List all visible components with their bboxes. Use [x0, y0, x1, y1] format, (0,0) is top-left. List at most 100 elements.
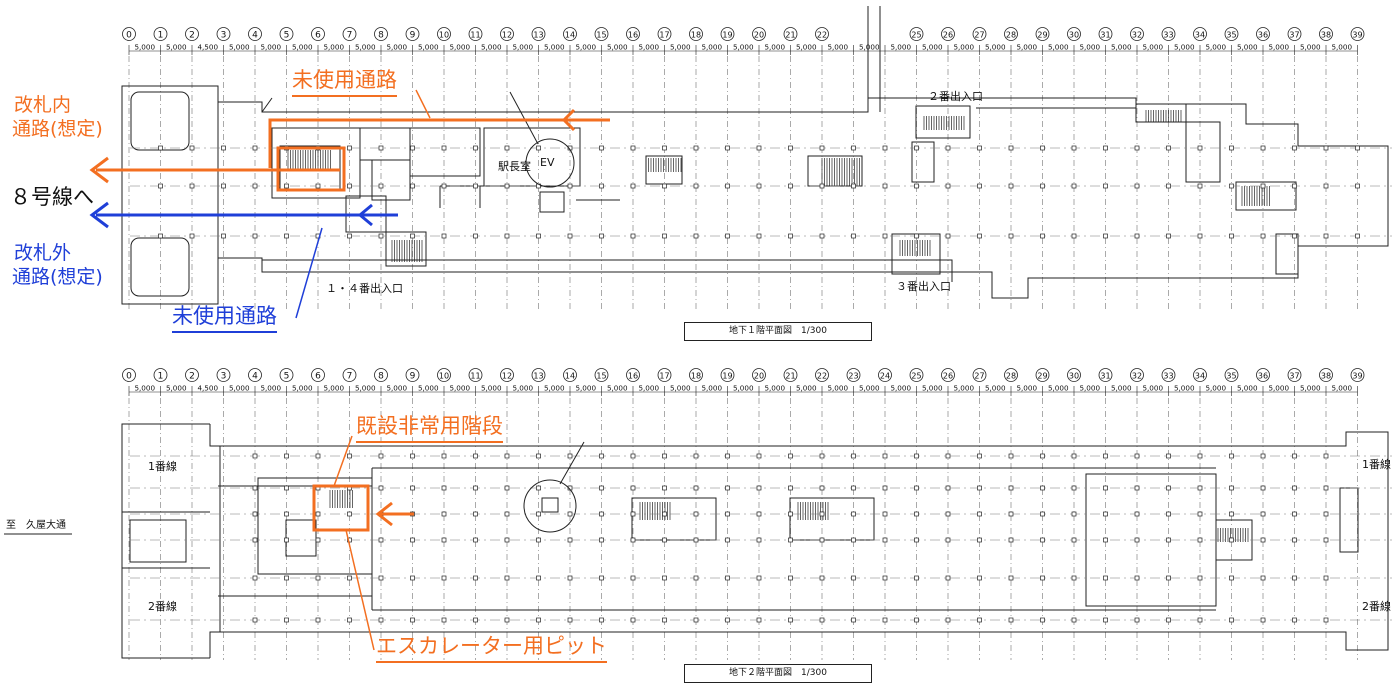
direction-label: 至 久屋大通: [6, 520, 66, 531]
column-marker: [630, 511, 636, 517]
column-marker: [1103, 183, 1108, 189]
column-marker: [473, 145, 478, 151]
column-marker: [1260, 145, 1266, 151]
grid-bubble-21: [783, 27, 798, 41]
span-dimension: 5,000: [1268, 43, 1289, 52]
column-marker: [1323, 617, 1329, 623]
grid-number-26: 26: [943, 372, 953, 381]
column-marker: [693, 617, 699, 623]
column-marker: [504, 145, 510, 151]
column-marker: [599, 183, 604, 189]
grid-bubble-37: [1287, 27, 1302, 41]
grid-bubble-30: [1067, 368, 1081, 382]
grid-number-35: 35: [1226, 31, 1236, 40]
grid-number-32: 32: [1132, 372, 1142, 381]
grid-number-20: 20: [754, 372, 764, 381]
unused-passage-upper-route: [268, 118, 610, 168]
column-marker: [977, 575, 982, 581]
column-marker: [1071, 453, 1077, 459]
column-marker: [1292, 617, 1297, 623]
span-dimension: 5,000: [922, 384, 943, 393]
span-dimension: 5,000: [512, 384, 533, 393]
column-marker: [882, 617, 888, 623]
column-marker: [914, 575, 919, 581]
column-marker: [1229, 145, 1234, 151]
span-dimension: 5,000: [386, 384, 407, 393]
column-marker: [410, 575, 415, 581]
span-dimension: 5,000: [323, 384, 344, 393]
column-marker: [756, 453, 762, 459]
grid-bubble-17: [657, 27, 672, 41]
column-marker: [1040, 537, 1045, 543]
column-marker: [1040, 183, 1045, 189]
span-dimension: 5,000: [1331, 43, 1352, 52]
grid-number-5: 5: [284, 31, 290, 41]
column-marker: [1166, 183, 1171, 189]
column-marker: [252, 537, 258, 543]
column-marker: [1166, 145, 1171, 151]
grid-bubble-14: [563, 27, 577, 41]
b2-ev-square: [541, 497, 559, 513]
column-marker: [1103, 233, 1108, 239]
column-marker: [1008, 145, 1014, 151]
column-marker: [1008, 233, 1014, 239]
grid-bubble-8: [374, 27, 388, 41]
grid-bubble-29: [1035, 27, 1050, 41]
b1-column-grid: [130, 145, 1392, 239]
arrowhead-gate-inside: [89, 156, 109, 184]
span-dimension: 5,000: [1331, 384, 1352, 393]
column-marker: [1103, 617, 1108, 623]
span-dimension: 5,000: [607, 43, 628, 52]
grid-number-7: 7: [347, 372, 353, 382]
grid-number-22: 22: [817, 372, 827, 381]
emergency-stairs-leader: [333, 435, 353, 487]
column-marker: [788, 453, 793, 459]
b1-plan-title: 地下１階平面図 1/300: [684, 322, 872, 341]
column-marker: [158, 233, 163, 239]
column-marker: [1355, 183, 1360, 189]
grid-number-34: 34: [1195, 372, 1205, 381]
arrowhead-b2: [375, 501, 393, 527]
grid-bubble-36: [1256, 27, 1270, 41]
column-marker: [882, 575, 888, 581]
ev-label: EV: [540, 156, 555, 169]
column-marker: [284, 617, 289, 623]
span-dimension: 5,000: [229, 384, 250, 393]
station-office-label: 駅長室: [498, 160, 531, 173]
column-marker: [1008, 511, 1014, 517]
column-marker: [1103, 485, 1108, 491]
span-dimension: 5,000: [638, 384, 659, 393]
span-dimension: 5,000: [1268, 384, 1289, 393]
column-marker: [1166, 511, 1171, 517]
b1-stair-hatching: [287, 110, 1270, 262]
span-dimension: 5,000: [670, 384, 691, 393]
span-dimension: 5,000: [166, 384, 187, 393]
grid-number-23: 23: [848, 372, 858, 381]
column-marker: [788, 617, 793, 623]
b2-ev-circle: [523, 479, 577, 533]
grid-number-18: 18: [691, 372, 701, 381]
span-dimension: 5,000: [260, 384, 281, 393]
unused-passage-bottom-label: 未使用通路: [172, 300, 277, 333]
grid-number-9: 9: [410, 372, 416, 382]
column-marker: [1355, 145, 1360, 151]
span-dimension: 5,000: [922, 43, 943, 52]
column-marker: [599, 145, 604, 151]
grid-number-36: 36: [1258, 31, 1268, 40]
span-dimension: 5,000: [575, 384, 596, 393]
grid-bubble-11: [468, 27, 483, 41]
column-marker: [1040, 145, 1045, 151]
grid-number-13: 13: [533, 31, 543, 40]
column-marker: [1040, 485, 1045, 491]
span-dimension: 5,000: [985, 384, 1006, 393]
span-dimension: 5,000: [1174, 384, 1195, 393]
column-marker: [536, 485, 541, 491]
span-dimension: 5,000: [544, 384, 565, 393]
grid-number-27: 27: [974, 372, 984, 381]
column-marker: [473, 233, 478, 239]
b1-structure: [121, 6, 1389, 305]
column-marker: [504, 537, 510, 543]
column-marker: [662, 183, 667, 189]
column-marker: [410, 453, 415, 459]
column-marker: [945, 233, 951, 239]
